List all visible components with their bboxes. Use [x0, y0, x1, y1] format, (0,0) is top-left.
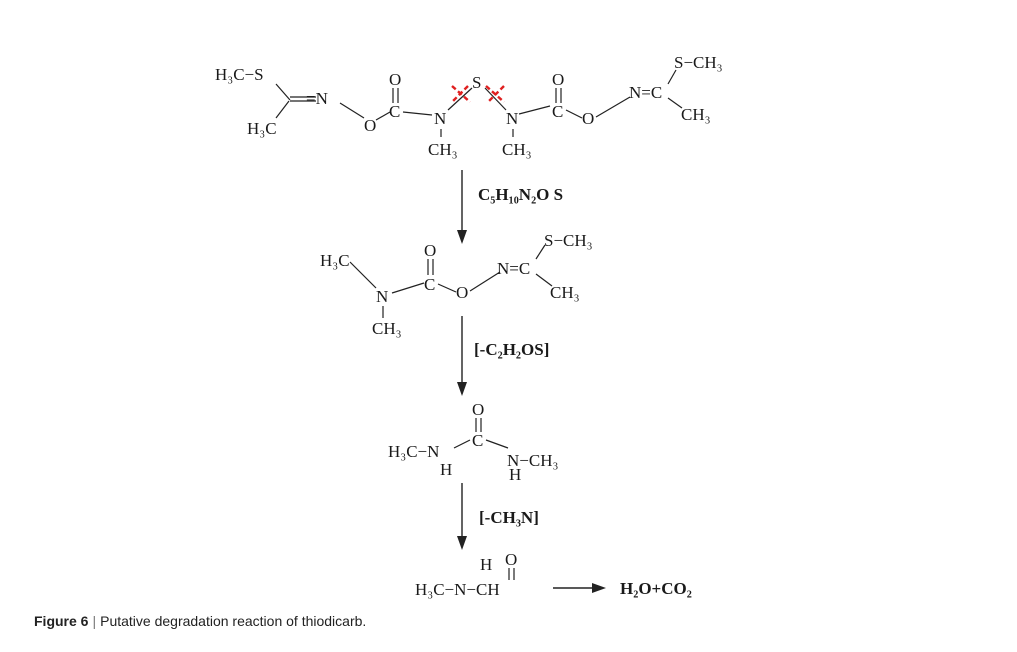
bond	[518, 105, 551, 115]
figure-number: Figure 6	[34, 613, 89, 629]
bond	[447, 87, 473, 111]
bond	[437, 283, 457, 293]
c-right-label: C	[552, 102, 563, 121]
h-left-label: H	[440, 460, 452, 479]
s-center-label: S	[472, 73, 481, 92]
bond	[485, 439, 509, 449]
n-right-label: N	[506, 109, 518, 128]
reaction-arrow-1	[457, 170, 467, 244]
bond	[469, 271, 501, 292]
step3-label: [-CH₃N]	[479, 508, 539, 527]
h-right-label: H	[509, 465, 521, 484]
o-ring-label: O	[364, 116, 376, 135]
bond	[339, 102, 365, 119]
h3c-label: H₃C	[247, 119, 277, 138]
bond	[349, 261, 377, 289]
h3c-label: H₃C	[320, 251, 350, 270]
cleavage-mark	[451, 85, 469, 103]
final-products-label: H₂O+CO₂	[620, 579, 692, 598]
c-label: C	[389, 102, 400, 121]
thiodicarb-structure: H₃C−S =N H₃C O C O N CH₃ S N CH₃ C O O	[215, 53, 723, 159]
o-ring-right-label: O	[582, 109, 594, 128]
ch3-tail-label: CH₃	[550, 283, 580, 302]
bond	[275, 100, 290, 119]
n-label: N	[376, 287, 388, 306]
reaction-arrow-final	[553, 583, 606, 593]
intermediate-2-structure: O C H₃C−N H N−CH₃ H	[388, 400, 558, 484]
s-ch3-label: S−CH₃	[674, 53, 723, 72]
eq-n-label: =N	[306, 89, 328, 108]
c-label: C	[424, 275, 435, 294]
cleavage-mark	[487, 85, 505, 103]
c-label: C	[472, 431, 483, 450]
o-top-right-label: O	[552, 70, 564, 89]
bond	[453, 439, 471, 449]
ch3-tail-label: CH₃	[681, 105, 711, 124]
bond	[535, 244, 546, 260]
ch3-left-label: CH₃	[428, 140, 458, 159]
o-top-label: O	[424, 241, 436, 260]
h-top-label: H	[480, 555, 492, 574]
bond	[391, 282, 425, 294]
o-top-left-label: O	[389, 70, 401, 89]
caption-text: Putative degradation reaction of thiodic…	[100, 613, 367, 629]
step2-label: [-C₂H₂OS]	[474, 340, 549, 359]
n-eq-c-label: N=C	[497, 259, 530, 278]
n-ch3-label: N−CH₃	[507, 451, 558, 470]
ch3-label: CH₃	[372, 319, 402, 338]
bond	[595, 96, 631, 118]
s-ch3-label: S−CH₃	[544, 231, 593, 250]
bond	[402, 111, 433, 116]
bond	[667, 69, 677, 85]
reaction-arrow-3	[457, 483, 467, 550]
bond	[667, 97, 683, 109]
intermediate-1-structure: H₃C N CH₃ C O O N=C S−CH₃ CH₃	[320, 231, 593, 338]
h3c-s-label: H₃C−S	[215, 65, 264, 84]
step1-label: C₅H₁₀N₂O S	[478, 185, 563, 204]
o-label: O	[456, 283, 468, 302]
bond	[535, 273, 553, 287]
ch3-right-label: CH₃	[502, 140, 532, 159]
n-eq-c-label: N=C	[629, 83, 662, 102]
o-top-label: O	[505, 550, 517, 569]
bond	[565, 109, 583, 119]
caption-separator: |	[92, 613, 97, 629]
reaction-arrow-2	[457, 316, 467, 396]
h3c-n-label: H₃C−N	[388, 442, 439, 461]
degradation-scheme: H₃C−S =N H₃C O C O N CH₃ S N CH₃ C O O	[215, 53, 723, 599]
figure-caption: Figure 6|Putative degradation reaction o…	[34, 613, 366, 629]
o-top-label: O	[472, 400, 484, 419]
bond	[484, 87, 507, 111]
product-structure: H O H₃C−N−CH	[415, 550, 517, 599]
bond	[275, 83, 291, 101]
n-left-label: N	[434, 109, 446, 128]
bond	[375, 111, 391, 121]
product-formula-label: H₃C−N−CH	[415, 580, 500, 599]
